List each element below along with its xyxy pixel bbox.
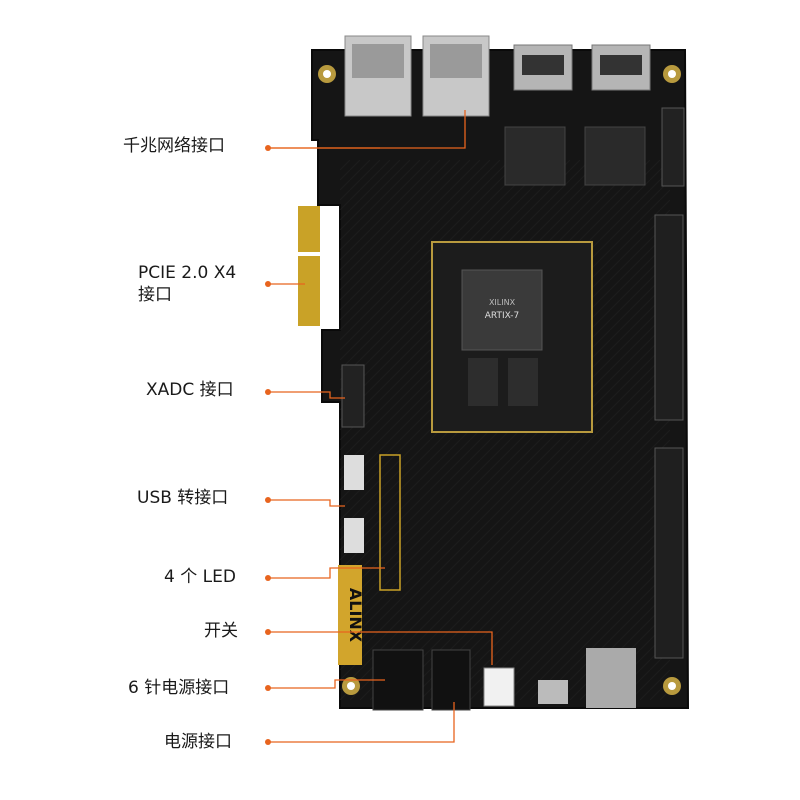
mounting-holes — [318, 65, 681, 695]
ethernet-jack-2 — [422, 35, 490, 117]
jtag-header — [661, 107, 685, 187]
alinx-logo: ALINX — [338, 565, 365, 665]
uart-usb-port — [538, 680, 568, 704]
callout-label-switch: 开关 — [204, 621, 238, 641]
expansion-header-j13 — [654, 447, 684, 659]
power-switch — [483, 667, 515, 707]
callout-label-power: 电源接口 — [164, 732, 232, 752]
lattice-chip — [584, 126, 646, 186]
callout-label-pcie: PCIE 2.0 X4 接口 — [138, 263, 237, 305]
phy-chip — [504, 126, 566, 186]
hdmi-port-out — [513, 44, 573, 91]
callout-label-usb-uart: USB 转接口 — [137, 488, 229, 508]
led-group — [379, 454, 401, 591]
fpga-chip — [461, 269, 543, 351]
sd-card-slot — [586, 648, 636, 708]
leader-dots — [265, 145, 271, 745]
xadc-header — [341, 364, 365, 428]
key-button-1 — [344, 455, 364, 490]
callout-label-gigabit-ethernet: 千兆网络接口 — [123, 136, 225, 156]
expansion-header-j11 — [654, 214, 684, 421]
pcie-edge-connector — [298, 206, 320, 326]
callout-label-xadc: XADC 接口 — [146, 380, 234, 400]
callout-label-leds: 4 个 LED — [164, 567, 236, 587]
key-button-2 — [344, 518, 364, 553]
ethernet-jack-1 — [344, 35, 412, 117]
leader-lines — [268, 110, 493, 743]
svg-text:ALINX: ALINX — [346, 588, 365, 643]
fpga-chip-name: ARTIX-7 — [485, 311, 520, 321]
dc-power-jack — [431, 649, 471, 711]
fpga-chip-vendor: XILINX — [489, 298, 516, 307]
hdmi-port-in — [591, 44, 651, 91]
fpga-core-module: XILINX ARTIX-7 — [431, 241, 593, 433]
callout-label-six-pin-power: 6 针电源接口 — [128, 678, 230, 698]
